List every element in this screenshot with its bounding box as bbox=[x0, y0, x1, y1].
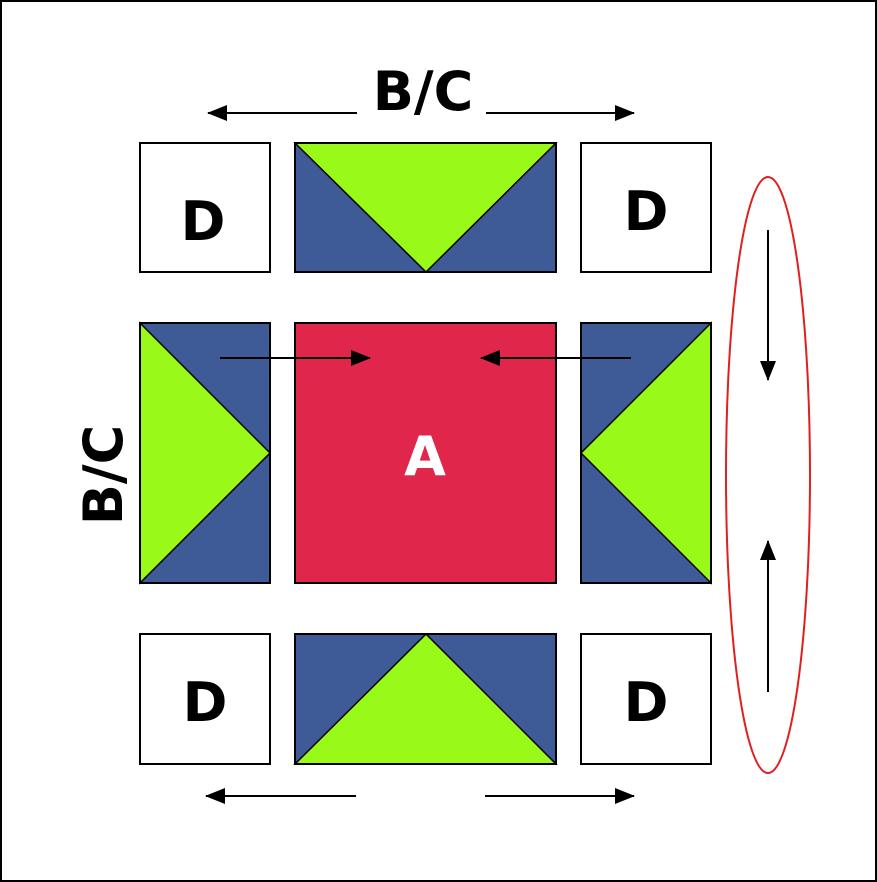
corner-label-bottom-right: D bbox=[624, 671, 669, 734]
corner-square-bottom-left: D bbox=[139, 633, 271, 765]
flying-geese-bottom bbox=[293, 632, 558, 765]
flying-geese-right bbox=[579, 321, 712, 585]
center-label: A bbox=[404, 425, 446, 488]
side-label: B/C bbox=[72, 425, 135, 526]
top-label: B/C bbox=[373, 60, 474, 123]
corner-label-bottom-left: D bbox=[183, 671, 228, 734]
corner-square-bottom-right: D bbox=[580, 633, 712, 765]
highlight-ellipse bbox=[725, 176, 811, 774]
center-block: A bbox=[294, 322, 557, 584]
flying-geese-top bbox=[293, 142, 558, 274]
corner-square-top-right: D bbox=[580, 142, 712, 273]
flying-geese-left bbox=[139, 321, 272, 585]
corner-label-top-left: D bbox=[181, 190, 226, 253]
corner-square-top-left: D bbox=[139, 142, 271, 273]
corner-label-top-right: D bbox=[624, 180, 669, 243]
